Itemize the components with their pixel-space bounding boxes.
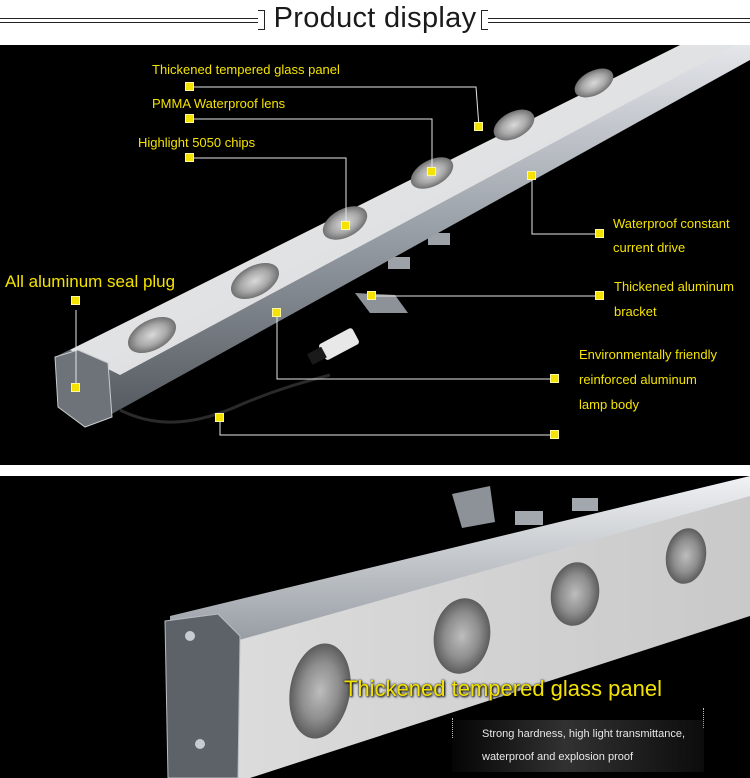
marker-cable bbox=[550, 430, 559, 439]
label-drive-1: Waterproof constant bbox=[613, 216, 730, 231]
marker-bracket bbox=[595, 291, 604, 300]
label-seal-plug: All aluminum seal plug bbox=[5, 272, 176, 291]
caption-line-1: Strong hardness, high light transmittanc… bbox=[482, 728, 686, 740]
header-rule-left bbox=[0, 18, 258, 19]
marker-drive bbox=[595, 229, 604, 238]
marker-glass-panel bbox=[185, 82, 194, 91]
marker-body-start bbox=[272, 308, 281, 317]
marker-pmma-lens bbox=[185, 114, 194, 123]
marker-seal-plug bbox=[71, 296, 80, 305]
header-bracket-left bbox=[258, 10, 265, 30]
label-body-3: lamp body bbox=[579, 397, 639, 412]
label-glass-panel: Thickened tempered glass panel bbox=[152, 62, 340, 77]
marker-cable-start bbox=[215, 413, 224, 422]
product-closeup-panel: Thickened tempered glass panel Strong ha… bbox=[0, 476, 750, 778]
panel-divider bbox=[0, 465, 750, 476]
section-header: Product display bbox=[0, 0, 750, 45]
marker-drive-start bbox=[527, 171, 536, 180]
label-drive-2: current drive bbox=[613, 240, 686, 255]
marker-pmma-lens-end bbox=[427, 167, 436, 176]
marker-body bbox=[550, 374, 559, 383]
label-chips: Highlight 5050 chips bbox=[138, 135, 256, 150]
header-rule-left-2 bbox=[0, 22, 258, 23]
lamp-closeup-illustration bbox=[164, 476, 750, 778]
label-bracket-1: Thickened aluminum bbox=[614, 279, 734, 294]
label-body-1: Environmentally friendly bbox=[579, 347, 718, 362]
section-title: Product display bbox=[273, 2, 477, 34]
caption-line-2: waterproof and explosion proof bbox=[482, 751, 634, 763]
marker-glass-panel-end bbox=[474, 122, 483, 131]
marker-seal-plug-end bbox=[71, 383, 80, 392]
header-rule-right bbox=[488, 18, 750, 19]
marker-chips bbox=[185, 153, 194, 162]
caption-dotline-right bbox=[703, 708, 704, 728]
header-rule-right-2 bbox=[488, 22, 750, 23]
product-diagram-panel: Thickened tempered glass panel PMMA Wate… bbox=[0, 45, 750, 465]
label-body-2: reinforced aluminum bbox=[579, 372, 697, 387]
header-bracket-right bbox=[481, 10, 488, 30]
marker-bracket-start bbox=[367, 291, 376, 300]
label-pmma-lens: PMMA Waterproof lens bbox=[152, 96, 286, 111]
caption-box: Strong hardness, high light transmittanc… bbox=[452, 720, 704, 772]
caption-title: Thickened tempered glass panel bbox=[344, 676, 662, 701]
marker-chips-end bbox=[341, 221, 350, 230]
lamp-bar-illustration bbox=[54, 45, 750, 436]
label-bracket-2: bracket bbox=[614, 304, 657, 319]
